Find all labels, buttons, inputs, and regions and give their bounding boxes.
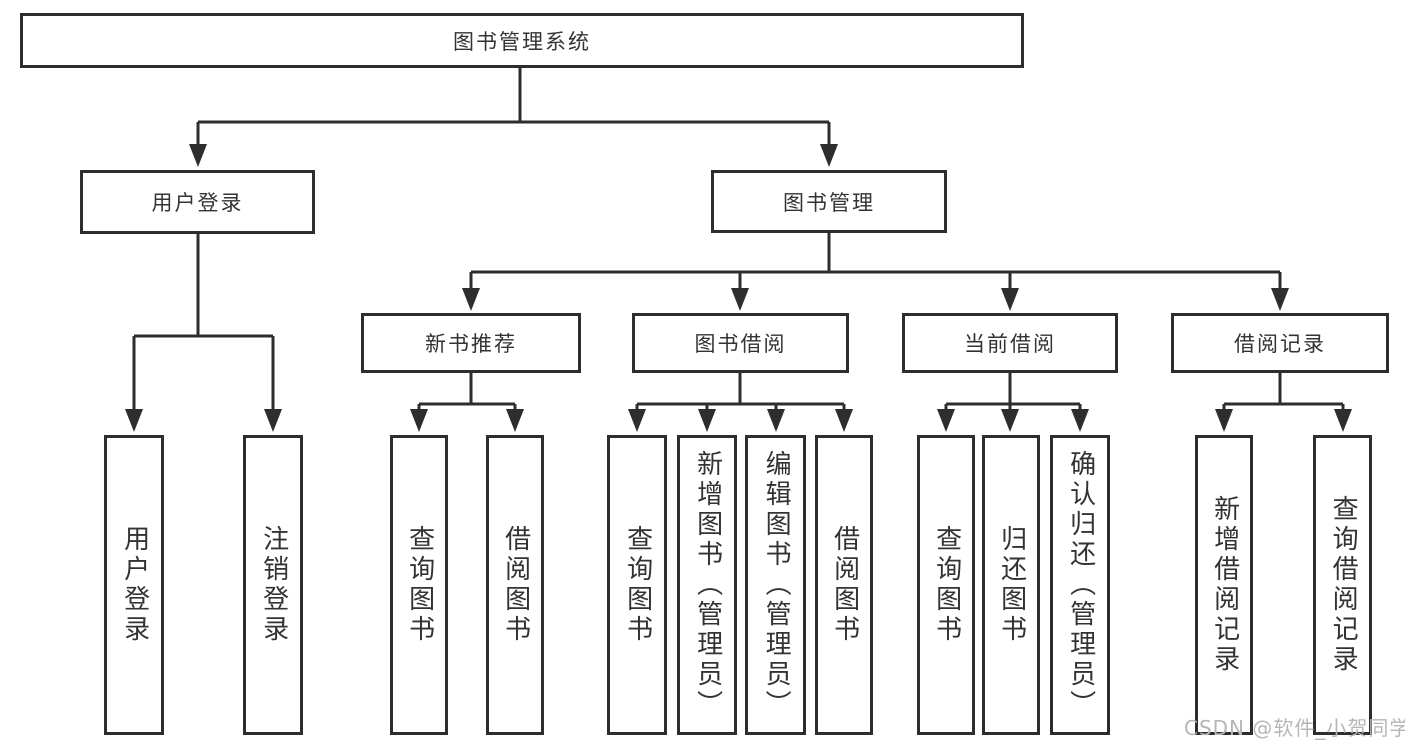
node-leaf-query-books-3: 查询图书: [917, 435, 975, 735]
node-book-borrow: 图书借阅: [632, 313, 849, 373]
connector-paths: [132, 68, 1345, 410]
node-leaf-query-books-2: 查询图书: [607, 435, 667, 735]
node-book-management: 图书管理: [711, 170, 947, 233]
node-leaf-add-borrow-record: 新增借阅记录: [1195, 435, 1253, 735]
node-root-system: 图书管理系统: [20, 13, 1024, 68]
node-leaf-borrow-books-2: 借阅图书: [815, 435, 873, 735]
node-leaf-query-books-1: 查询图书: [390, 435, 448, 735]
node-leaf-borrow-books-1: 借阅图书: [486, 435, 544, 735]
node-current-borrow: 当前借阅: [902, 313, 1118, 373]
node-leaf-add-books-admin: 新增图书（管理员）: [677, 435, 737, 735]
node-leaf-edit-books-admin: 编辑图书（管理员）: [745, 435, 806, 735]
node-leaf-confirm-return-admin: 确认归还（管理员）: [1050, 435, 1110, 735]
node-leaf-user-login: 用户登录: [104, 435, 164, 735]
node-user-login: 用户登录: [80, 170, 315, 234]
node-new-book-recommend: 新书推荐: [361, 313, 581, 373]
node-leaf-logout: 注销登录: [243, 435, 303, 735]
csdn-watermark: CSDN @软件_小贺同学: [1184, 716, 1405, 740]
node-leaf-return-books: 归还图书: [982, 435, 1040, 735]
arrowheads: [125, 144, 1352, 432]
node-leaf-query-borrow-record: 查询借阅记录: [1313, 435, 1372, 735]
node-borrow-records: 借阅记录: [1171, 313, 1389, 373]
